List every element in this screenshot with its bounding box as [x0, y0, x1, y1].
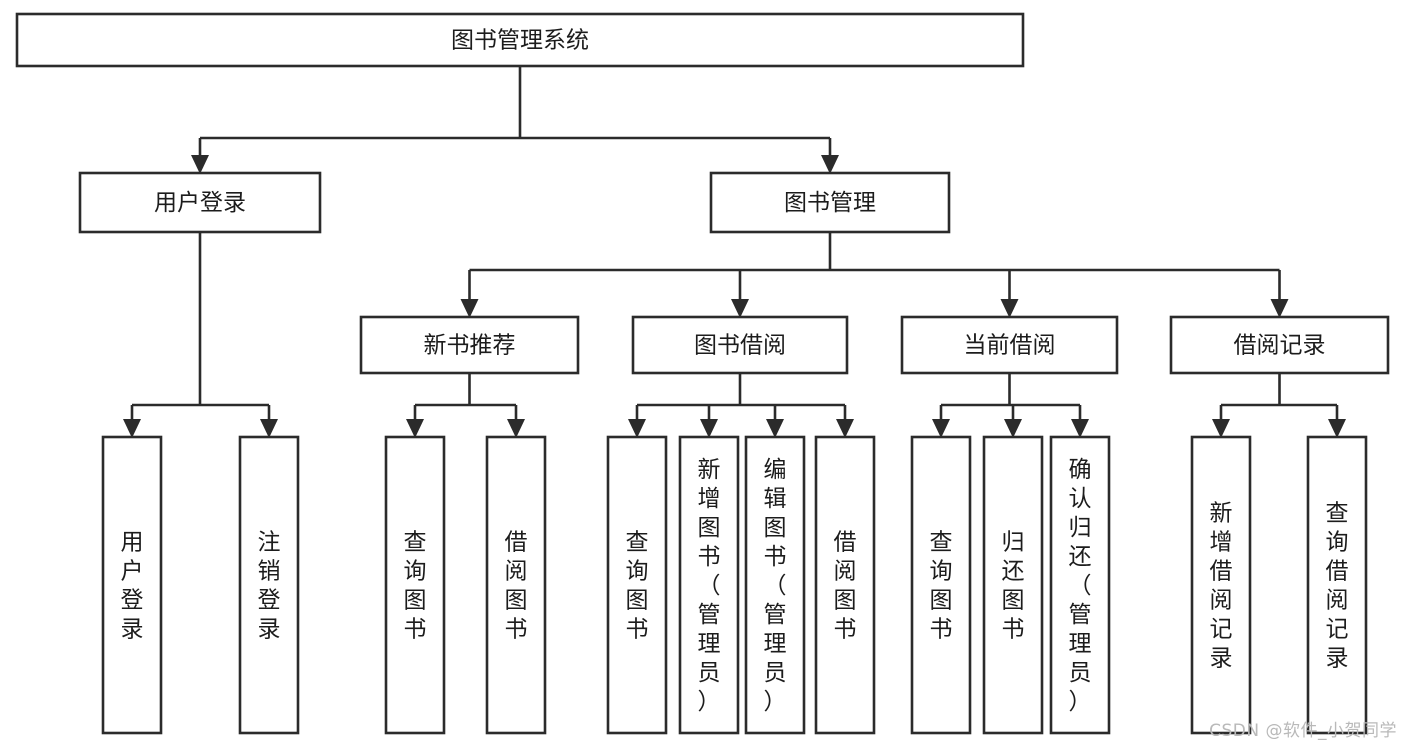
node-label-leaf-query-book-rec: 查询图书 — [404, 530, 427, 643]
node-leaf-query-book-borrow[interactable]: 查询图书 — [606, 435, 668, 735]
node-label-leaf-borrow-book-rec: 借阅图书 — [505, 530, 528, 643]
arrow-head-icon — [628, 419, 646, 438]
node-book-management[interactable]: 图书管理 — [709, 171, 951, 234]
arrow-head-icon — [191, 155, 209, 174]
watermark-label: CSDN @软件_小贺同学 — [1209, 721, 1397, 741]
node-box-leaf-add-book[interactable] — [678, 435, 740, 735]
node-book-borrow[interactable]: 图书借阅 — [631, 315, 849, 375]
arrow-head-icon — [460, 299, 479, 318]
node-label-leaf-query-record: 查询借阅记录 — [1326, 501, 1349, 672]
arrow-head-icon — [731, 299, 749, 318]
node-box-leaf-confirm-return[interactable] — [1049, 435, 1111, 735]
node-box-current-borrow[interactable] — [900, 315, 1119, 375]
node-box-leaf-query-book-rec[interactable] — [384, 435, 446, 735]
node-label-new-book-recommend: 新书推荐 — [424, 333, 516, 359]
node-label-leaf-add-book: 新增图书（管理员） — [698, 457, 721, 715]
node-box-leaf-query-record[interactable] — [1306, 435, 1368, 735]
node-leaf-user-login[interactable]: 用户登录 — [101, 435, 163, 735]
arrow-head-icon — [507, 419, 525, 438]
node-new-book-recommend[interactable]: 新书推荐 — [359, 315, 580, 375]
arrow-head-icon — [1212, 419, 1230, 438]
node-box-leaf-borrow-book[interactable] — [814, 435, 876, 735]
arrow-head-icon — [1270, 299, 1289, 318]
node-label-current-borrow: 当前借阅 — [964, 333, 1056, 359]
node-box-new-book-recommend[interactable] — [359, 315, 580, 375]
connector-record-to-leaves — [1212, 373, 1346, 438]
node-label-leaf-edit-book: 编辑图书（管理员） — [764, 457, 787, 715]
node-label-leaf-query-book-cur: 查询图书 — [930, 530, 953, 643]
node-box-leaf-query-book-cur[interactable] — [910, 435, 972, 735]
node-box-leaf-edit-book[interactable] — [744, 435, 806, 735]
arrow-head-icon — [406, 419, 424, 438]
node-leaf-query-record[interactable]: 查询借阅记录 — [1306, 435, 1368, 735]
arrow-head-icon — [123, 419, 141, 438]
node-leaf-return-book[interactable]: 归还图书 — [982, 435, 1044, 735]
node-box-leaf-logout[interactable] — [238, 435, 300, 735]
connector-newbook-to-leaves — [406, 373, 525, 438]
connector-borrow-to-leaves — [628, 373, 854, 438]
node-user-login[interactable]: 用户登录 — [78, 171, 322, 234]
node-box-book-borrow[interactable] — [631, 315, 849, 375]
node-box-root[interactable] — [15, 12, 1025, 68]
node-current-borrow[interactable]: 当前借阅 — [900, 315, 1119, 375]
node-leaf-query-book-cur[interactable]: 查询图书 — [910, 435, 972, 735]
node-leaf-confirm-return[interactable]: 确认归还（管理员） — [1049, 435, 1111, 735]
node-box-book-management[interactable] — [709, 171, 951, 234]
node-label-leaf-return-book: 归还图书 — [1002, 530, 1025, 643]
node-leaf-logout[interactable]: 注销登录 — [238, 435, 300, 735]
arrow-head-icon — [836, 419, 854, 438]
arrow-head-icon — [700, 419, 718, 438]
node-box-user-login[interactable] — [78, 171, 322, 234]
node-label-leaf-borrow-book: 借阅图书 — [834, 530, 857, 643]
node-box-leaf-return-book[interactable] — [982, 435, 1044, 735]
node-label-leaf-logout: 注销登录 — [258, 530, 281, 643]
node-leaf-borrow-book-rec[interactable]: 借阅图书 — [485, 435, 547, 735]
node-label-root: 图书管理系统 — [451, 28, 589, 54]
node-leaf-edit-book[interactable]: 编辑图书（管理员） — [744, 435, 806, 735]
node-label-leaf-query-book-borrow: 查询图书 — [626, 530, 649, 643]
node-borrow-record[interactable]: 借阅记录 — [1169, 315, 1390, 375]
connector-userlogin-to-leaves — [123, 232, 278, 438]
arrow-head-icon — [1004, 419, 1022, 438]
nodes-layer: 图书管理系统用户登录图书管理新书推荐图书借阅当前借阅借阅记录用户登录注销登录查询… — [15, 12, 1390, 735]
node-label-borrow-record: 借阅记录 — [1234, 333, 1326, 359]
connector-root-to-level2 — [191, 66, 839, 174]
connector-bookmgmt-to-level3 — [460, 232, 1289, 318]
node-label-user-login: 用户登录 — [154, 190, 246, 216]
node-leaf-query-book-rec[interactable]: 查询图书 — [384, 435, 446, 735]
node-leaf-borrow-book[interactable]: 借阅图书 — [814, 435, 876, 735]
node-leaf-add-record[interactable]: 新增借阅记录 — [1190, 435, 1252, 735]
node-leaf-add-book[interactable]: 新增图书（管理员） — [678, 435, 740, 735]
node-box-leaf-add-record[interactable] — [1190, 435, 1252, 735]
node-box-leaf-query-book-borrow[interactable] — [606, 435, 668, 735]
node-box-leaf-user-login[interactable] — [101, 435, 163, 735]
node-label-book-management: 图书管理 — [784, 190, 876, 216]
arrow-head-icon — [260, 419, 278, 438]
arrow-head-icon — [1071, 419, 1089, 438]
node-label-leaf-user-login: 用户登录 — [121, 530, 144, 643]
arrow-head-icon — [821, 155, 839, 174]
connections-layer — [123, 66, 1346, 438]
node-label-leaf-add-record: 新增借阅记录 — [1210, 501, 1233, 672]
node-box-leaf-borrow-book-rec[interactable] — [485, 435, 547, 735]
arrow-head-icon — [766, 419, 784, 438]
node-box-borrow-record[interactable] — [1169, 315, 1390, 375]
arrow-head-icon — [1328, 419, 1346, 438]
connector-current-to-leaves — [932, 373, 1089, 438]
node-label-book-borrow: 图书借阅 — [694, 333, 786, 359]
arrow-head-icon — [932, 419, 950, 438]
arrow-head-icon — [1000, 299, 1019, 318]
node-label-leaf-confirm-return: 确认归还（管理员） — [1069, 457, 1092, 715]
node-root[interactable]: 图书管理系统 — [15, 12, 1025, 68]
